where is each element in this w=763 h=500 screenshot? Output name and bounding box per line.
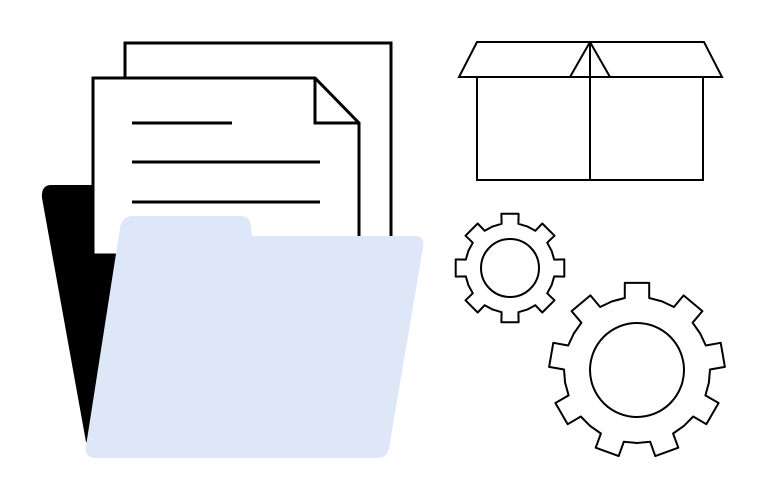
open-box-icon <box>457 41 724 181</box>
large-gear-hole <box>589 322 685 418</box>
folder-with-documents-icon <box>41 41 424 458</box>
box-left-flap <box>457 41 592 78</box>
gears-icon <box>454 212 726 458</box>
folder-front-panel <box>85 216 424 458</box>
small-gear-hole <box>480 238 540 298</box>
document-fold-corner <box>313 78 359 125</box>
box-right-flap <box>588 41 724 78</box>
